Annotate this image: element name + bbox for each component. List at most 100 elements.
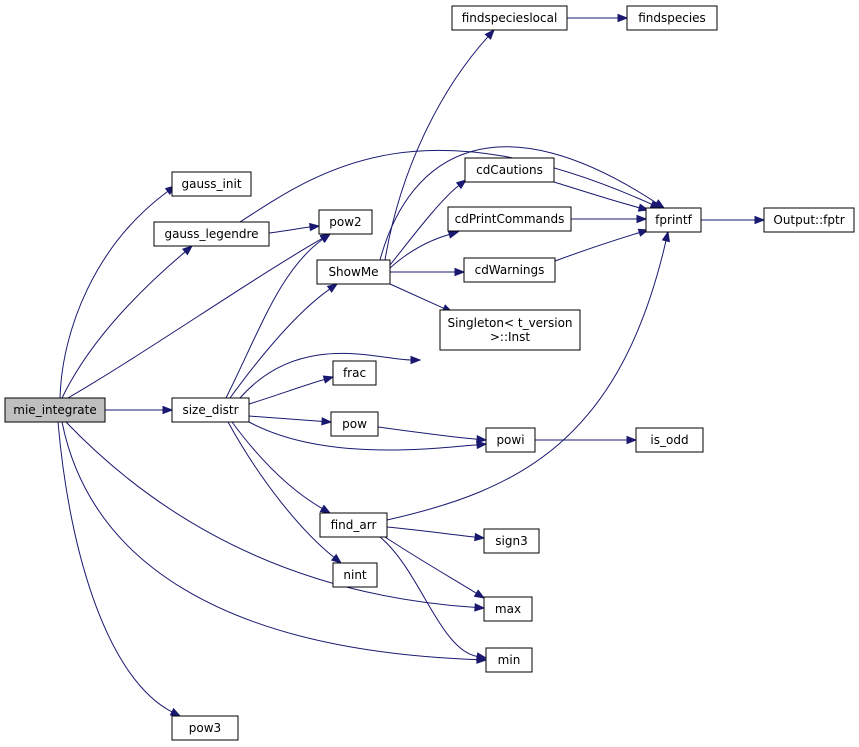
node-is-odd[interactable]: is_odd <box>635 427 704 453</box>
edge-line <box>248 378 325 405</box>
arrowhead-icon <box>653 199 666 209</box>
node-box <box>483 528 540 554</box>
edge-ShowMe-to-fprintf <box>379 146 666 261</box>
arrowhead-icon <box>475 652 488 661</box>
edge-line <box>57 421 173 713</box>
node-box <box>763 207 855 233</box>
node-label: cdWarnings <box>475 263 545 277</box>
arrowhead-icon <box>474 532 486 542</box>
arrowhead-icon <box>474 603 486 612</box>
edge-line <box>268 226 311 234</box>
edge-mie_integrate-to-pow3 <box>57 421 182 717</box>
node-pow3[interactable]: pow3 <box>171 715 239 741</box>
node-box <box>171 715 239 741</box>
edge-gauss_legendre-to-pow2 <box>268 222 321 234</box>
node-gauss-legendre[interactable]: gauss_legendre <box>153 221 270 247</box>
node-findspecieslocal[interactable]: findspecieslocal <box>451 5 568 31</box>
edge-line <box>239 352 412 399</box>
node-label: Singleton< t_version <box>447 316 572 330</box>
node-cdcautions[interactable]: cdCautions <box>464 157 555 183</box>
nodes: mie_integrategauss_initgauss_legendrepow… <box>4 5 855 741</box>
node-label: min <box>498 653 521 667</box>
arrowhead-icon <box>330 553 343 564</box>
node-label: sign3 <box>495 534 527 548</box>
edge-line <box>384 536 477 594</box>
edge-cdPrintCommands-to-fprintf <box>570 214 648 224</box>
node-label: findspecieslocal <box>462 11 558 25</box>
node-gauss-init[interactable]: gauss_init <box>171 171 252 197</box>
node-box <box>485 427 536 453</box>
node-box <box>4 397 106 423</box>
edge-line <box>65 421 476 608</box>
arrowhead-icon <box>326 283 339 293</box>
node-showme[interactable]: ShowMe <box>316 259 391 285</box>
arrowhead-icon <box>169 707 182 717</box>
edge-line <box>389 233 450 269</box>
edge-find_arr-to-min <box>379 536 488 661</box>
node-singleton[interactable]: Singleton< t_version>::Inst <box>439 309 581 351</box>
node-label: pow <box>342 417 367 431</box>
edge-line <box>227 421 335 558</box>
edge-line <box>225 238 323 399</box>
node-nint[interactable]: nint <box>332 562 378 588</box>
node-mie-integrate[interactable]: mie_integrate <box>4 397 106 423</box>
node-box <box>171 171 252 197</box>
node-cdwarnings[interactable]: cdWarnings <box>463 257 556 283</box>
node-cdprintcommands[interactable]: cdPrintCommands <box>447 206 572 232</box>
node-box <box>635 427 704 453</box>
edge-line <box>379 146 657 261</box>
edge-line <box>59 190 169 399</box>
edge-size_distr-to-ShowMe <box>229 283 339 399</box>
arrowhead-icon <box>455 179 468 190</box>
edge-ShowMe-to-Singleton <box>389 283 454 313</box>
node-min[interactable]: min <box>485 647 533 673</box>
node-label: findspecies <box>638 11 706 25</box>
edge-line <box>377 426 478 440</box>
node-find-arr[interactable]: find_arr <box>319 512 388 538</box>
arrowhead-icon <box>319 233 332 243</box>
edge-line <box>229 288 330 399</box>
edge-line <box>386 240 667 521</box>
edge-size_distr-to-pow2 <box>225 233 332 399</box>
node-powi[interactable]: powi <box>485 427 536 453</box>
edge-mie_integrate-to-gauss_legendre <box>61 245 194 399</box>
edge-line <box>248 421 478 451</box>
node-box <box>485 647 533 673</box>
arrowhead-icon <box>410 355 422 365</box>
node-box <box>153 221 270 247</box>
node-label: powi <box>496 433 524 447</box>
node-box <box>332 360 377 386</box>
edge-ShowMe-to-cdWarnings <box>390 267 466 277</box>
node-box <box>316 259 391 285</box>
arrowhead-icon <box>321 417 333 426</box>
node-frac[interactable]: frac <box>332 360 377 386</box>
edge-line <box>239 149 652 223</box>
edge-size_distr-to-pow <box>248 415 333 426</box>
edge-find_arr-to-fprintf <box>386 230 670 521</box>
arrowhead-icon <box>661 230 670 243</box>
node-size-distr[interactable]: size_distr <box>171 397 250 423</box>
edge-line <box>379 536 478 657</box>
node-output-fptr[interactable]: Output::fptr <box>763 207 855 233</box>
node-label: mie_integrate <box>13 403 96 417</box>
node-box <box>319 512 388 538</box>
edge-powi-to-is_odd <box>535 435 638 445</box>
edge-size_distr-to-powi <box>248 421 488 451</box>
edge-line <box>61 251 186 399</box>
node-box <box>645 207 702 233</box>
node-fprintf[interactable]: fprintf <box>645 207 702 233</box>
arrowhead-icon <box>162 405 174 415</box>
edge-pow-to-powi <box>377 426 488 444</box>
node-box <box>330 411 379 437</box>
node-sign3[interactable]: sign3 <box>483 528 540 554</box>
node-max[interactable]: max <box>483 596 533 622</box>
node-label: >::Inst <box>490 330 531 344</box>
node-label: find_arr <box>331 518 377 532</box>
node-label: fprintf <box>655 213 692 227</box>
node-findspecies[interactable]: findspecies <box>626 5 718 31</box>
node-pow[interactable]: pow <box>330 411 379 437</box>
node-box <box>332 562 378 588</box>
node-pow2[interactable]: pow2 <box>318 209 373 235</box>
edge-mie_integrate-to-max <box>65 421 486 612</box>
